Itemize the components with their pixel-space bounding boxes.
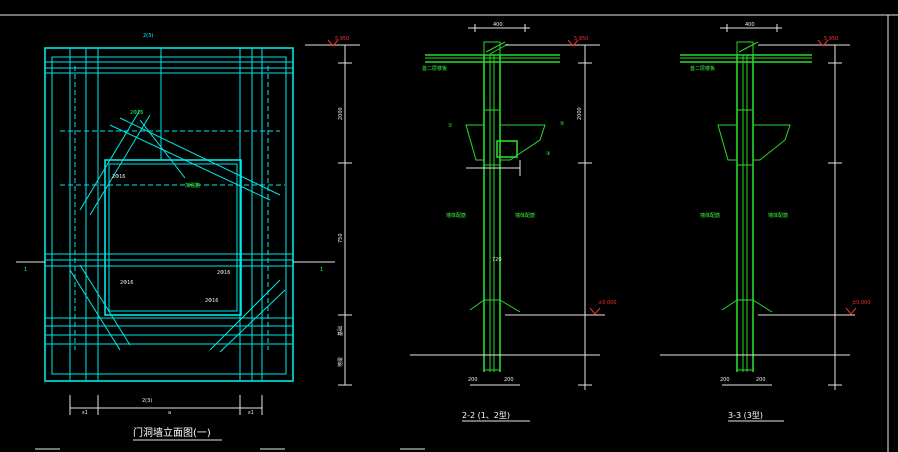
elevation-label: ±0.000 [598, 300, 617, 306]
dim-text: 2000 [577, 107, 583, 120]
circle-mark: ③ [546, 151, 550, 157]
door-opening [104, 159, 242, 316]
elevation-label: 5.950 [335, 36, 349, 42]
dim-text: 720 [492, 257, 502, 263]
dim-text: 200 [720, 377, 730, 383]
elev-marker [817, 39, 829, 47]
elev-marker [567, 39, 579, 47]
elev-marker [327, 39, 339, 47]
elev-marker [845, 307, 857, 315]
dim-text: 400 [493, 22, 503, 28]
slab-label: 首二层楼板 [422, 65, 447, 72]
plan-bar-label: 2Φ16 [217, 270, 230, 276]
wall-label: 墙体配筋 [700, 212, 720, 219]
wall-label: 墙体配筋 [515, 212, 535, 219]
section-mark: 1 [320, 267, 323, 273]
section-3-3: 400 首二层楼板 墙体配筋 墙体配筋 5.950 ±0.000 200 200 [660, 22, 871, 422]
plan-top-label: 2(3) [143, 33, 153, 39]
section-title: 3-3 (3型) [728, 411, 763, 420]
plan-bar-label: 2Φ16 [130, 110, 143, 116]
plan-dim: a [168, 410, 171, 416]
section-title: 2-2 (1、2型) [462, 411, 510, 420]
elevation-label: 5.950 [574, 36, 588, 42]
plan-bar-label: 2Φ16 [205, 298, 218, 304]
viewport-frame [0, 14, 898, 452]
wall-label: 墙体配筋 [768, 212, 788, 219]
slab-label: 首二层楼板 [690, 65, 715, 72]
dim-text: 400 [745, 22, 755, 28]
circle-mark: ② [560, 121, 565, 127]
elevation-label: ±0.000 [852, 300, 871, 306]
door-wall-elevation: 2Φ16 加强筋 2Φ16 2Φ16 2Φ16 2Φ16 2(3) 1 1 2(… [16, 33, 360, 441]
dim-text: 基础 [337, 326, 344, 336]
dim-text: 200 [468, 377, 478, 383]
section-mark: 1 [24, 267, 27, 273]
dim-text: 750 [338, 233, 344, 243]
wall-inner-outline [51, 56, 287, 375]
elev-marker [589, 307, 601, 315]
plan-bottom-label: 2(3) [142, 398, 152, 404]
plan-dim: s1 [82, 410, 88, 416]
dim-text: 地梁 [337, 357, 344, 367]
wall-outline [44, 47, 294, 382]
wall-label: 墙体配筋 [446, 212, 466, 219]
dim-text: 200 [504, 377, 514, 383]
plan-bar-label: 2Φ16 [112, 174, 125, 180]
circle-mark: ① [448, 123, 453, 129]
plan-diag-label: 加强筋 [185, 182, 200, 189]
drawing-title: 门洞墙立面图(一) [133, 426, 211, 439]
elevation-label: 5.950 [824, 36, 838, 42]
plan-bar-label: 2Φ16 [120, 280, 133, 286]
plan-dim: s1 [248, 410, 254, 416]
dim-text: 2000 [338, 107, 344, 120]
dim-text: 200 [756, 377, 766, 383]
section-2-2: 400 首二层楼板 墙体配筋 墙体配筋 ① ② ③ 720 [410, 22, 617, 422]
